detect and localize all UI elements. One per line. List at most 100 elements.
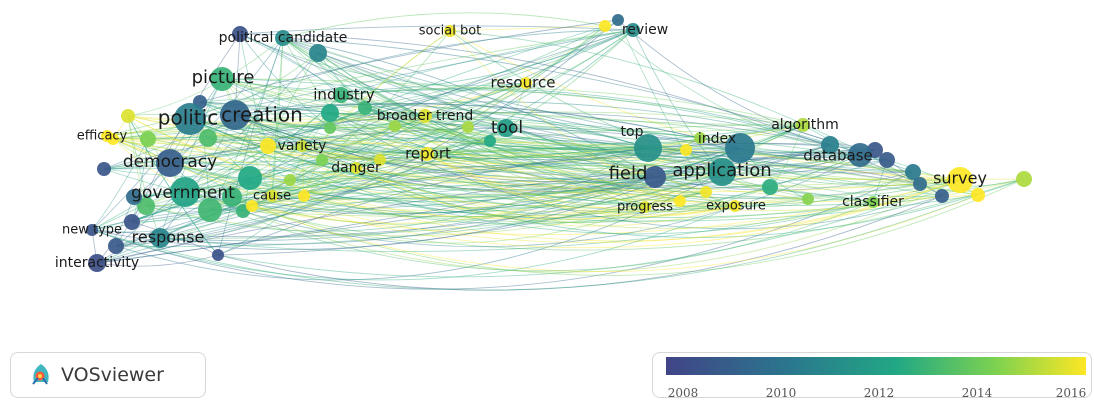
unlabeled-node[interactable] [1016,171,1032,187]
node-efficacy[interactable] [101,130,113,142]
unlabeled-node[interactable] [913,177,927,191]
node-algorithm[interactable] [796,118,810,132]
unlabeled-node[interactable] [700,186,712,198]
node-danger[interactable] [350,162,362,174]
node-industry[interactable] [333,87,349,103]
unlabeled-node[interactable] [212,249,224,261]
network-link [112,138,491,159]
node-politic[interactable] [174,103,206,135]
network-link [207,126,469,139]
label-algorithm: algorithm [771,117,839,133]
node-tool[interactable] [497,119,515,137]
network-link [340,87,804,126]
unlabeled-node[interactable] [124,214,140,230]
unlabeled-node[interactable] [309,44,327,62]
vosviewer-badge[interactable]: VOSviewer [10,352,206,398]
network-link [340,89,831,146]
unlabeled-node[interactable] [324,122,336,134]
node-response[interactable] [150,228,170,248]
label-industry: industry [313,86,375,104]
unlabeled-node[interactable] [298,190,310,202]
label-danger: danger [331,160,381,176]
labeled-nodes[interactable] [86,23,973,272]
unlabeled-node[interactable] [462,121,474,133]
unlabeled-node[interactable] [316,154,328,166]
unlabeled-node[interactable] [126,189,142,205]
unlabeled-node[interactable] [238,166,262,190]
node-report[interactable] [420,147,434,161]
network-link [424,115,701,151]
network-link [184,191,646,208]
unlabeled-node[interactable] [321,104,339,122]
network-link [355,147,723,173]
network-link [112,136,943,197]
unlabeled-node[interactable] [198,198,222,222]
unlabeled-node[interactable] [821,136,839,154]
node-review[interactable] [626,23,640,37]
network-link [169,128,741,164]
unlabeled-node[interactable] [97,162,111,176]
unlabeled-node[interactable] [246,200,258,212]
network-link [96,29,634,264]
label-creation: creation [221,103,303,127]
unlabeled-node[interactable] [612,14,624,26]
node-progress[interactable] [639,201,651,213]
unlabeled-node[interactable] [389,120,401,132]
node-interactivity[interactable] [88,254,106,272]
node-social-bot[interactable] [444,25,456,37]
network-link [133,37,284,198]
unlabeled-node[interactable] [284,174,296,186]
network-link [505,127,649,149]
node-government[interactable] [170,177,200,207]
node-resource[interactable] [520,77,532,89]
unlabeled-node[interactable] [599,20,611,32]
unlabeled-node[interactable] [905,164,921,180]
unlabeled-node[interactable] [199,129,217,147]
network-link [699,137,861,156]
node-broader-trend[interactable] [418,109,432,123]
unlabeled-node[interactable] [358,101,372,115]
unlabeled-node[interactable] [971,188,985,202]
node-variety[interactable] [296,140,308,152]
label-government: government [131,183,235,203]
node-field[interactable] [644,166,666,188]
network-link [329,112,921,199]
unlabeled-node[interactable] [762,179,778,195]
unlabeled-node[interactable] [260,138,276,154]
network-link [426,153,723,173]
unlabeled-node[interactable] [694,132,706,144]
unlabeled-node[interactable] [108,238,124,254]
unlabeled-node[interactable] [674,195,686,207]
node-survey[interactable] [947,167,973,193]
network-link [303,176,681,202]
node-cause[interactable] [266,190,278,202]
network-link [217,195,305,256]
unlabeled-node[interactable] [121,109,135,123]
unlabeled-node[interactable] [232,26,248,42]
node-top[interactable] [634,134,662,162]
node-democracy[interactable] [156,149,184,177]
unlabeled-node[interactable] [137,197,155,215]
unlabeled-node[interactable] [935,189,949,203]
node-political-candidate[interactable] [275,30,291,46]
unlabeled-node[interactable] [222,187,242,207]
node-classifier[interactable] [867,196,879,208]
node-new-type[interactable] [86,224,98,236]
node-creation[interactable] [220,100,250,130]
network-link [303,127,331,197]
network-link [329,112,701,139]
unlabeled-node[interactable] [140,131,156,147]
node-database[interactable] [848,143,872,167]
unlabeled-node[interactable] [802,193,814,205]
unlabeled-node[interactable] [680,144,692,156]
unlabeled-node[interactable] [484,135,496,147]
node-index[interactable] [725,133,755,163]
unlabeled-node[interactable] [879,152,895,168]
node-application[interactable] [708,158,736,186]
node-exposure[interactable] [729,200,741,212]
network-link [127,115,707,220]
network-link [267,52,319,147]
node-picture[interactable] [210,67,234,91]
unlabeled-node[interactable] [374,154,386,166]
